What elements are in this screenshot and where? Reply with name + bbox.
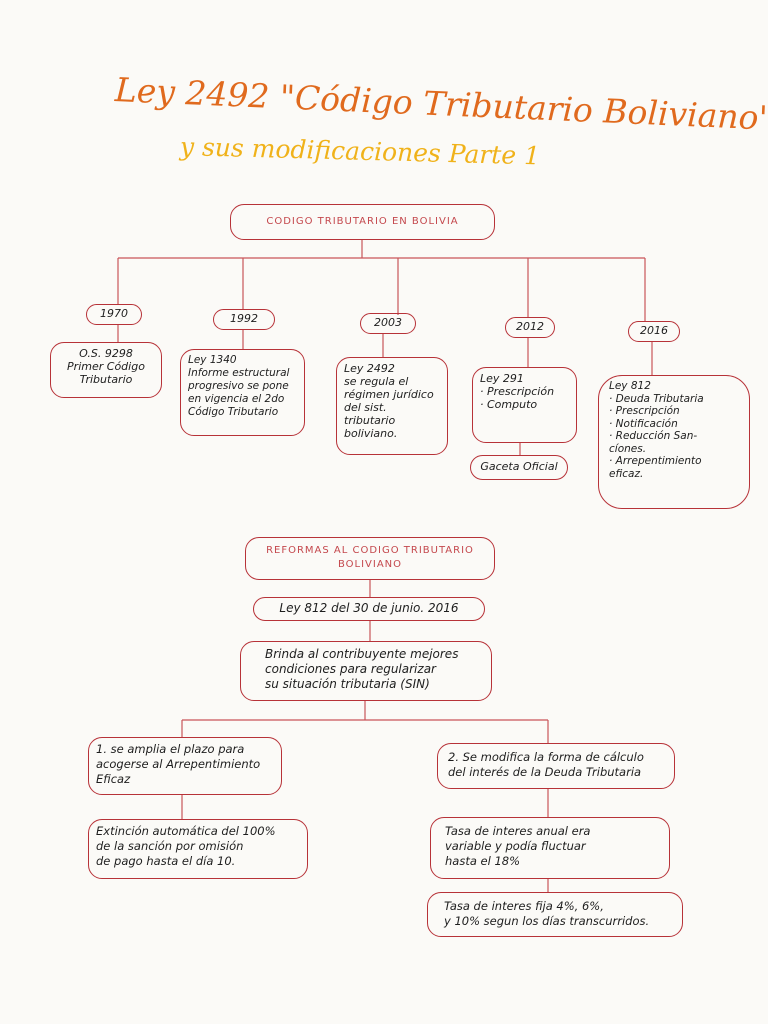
right-branch-node-2: Tasa de interes anual era variable y pod…	[430, 817, 670, 879]
root-node-codigo-tributario: CODIGO TRIBUTARIO EN BOLIVIA	[230, 204, 495, 240]
left-branch-node-1: 1. se amplia el plazo para acogerse al A…	[88, 737, 282, 795]
description-node-1970: O.S. 9298 Primer Código Tributario	[50, 342, 162, 398]
purpose-node: Brinda al contribuyente mejores condicio…	[240, 641, 492, 701]
root-node-reformas: REFORMAS AL CODIGO TRIBUTARIO BOLIVIANO	[245, 537, 495, 580]
year-node-1992: 1992	[213, 309, 275, 330]
left-branch-node-2: Extinción automática del 100% de la sanc…	[88, 819, 308, 879]
year-node-1970: 1970	[86, 304, 142, 325]
gaceta-oficial-node: Gaceta Oficial	[470, 455, 568, 480]
year-node-2003: 2003	[360, 313, 416, 334]
description-node-2012: Ley 291 · Prescripción · Computo	[472, 367, 577, 443]
year-node-2016: 2016	[628, 321, 680, 342]
law-node-ley-812: Ley 812 del 30 de junio. 2016	[253, 597, 485, 621]
year-node-2012: 2012	[505, 317, 555, 338]
description-node-2016: Ley 812 · Deuda Tributaria · Prescripció…	[598, 375, 750, 509]
right-branch-node-1: 2. Se modifica la forma de cálculo del i…	[437, 743, 675, 789]
right-branch-node-3: Tasa de interes fija 4%, 6%, y 10% segun…	[427, 892, 683, 937]
description-node-1992: Ley 1340 Informe estructural progresivo …	[180, 349, 305, 436]
description-node-2003: Ley 2492 se regula el régimen jurídico d…	[336, 357, 448, 455]
